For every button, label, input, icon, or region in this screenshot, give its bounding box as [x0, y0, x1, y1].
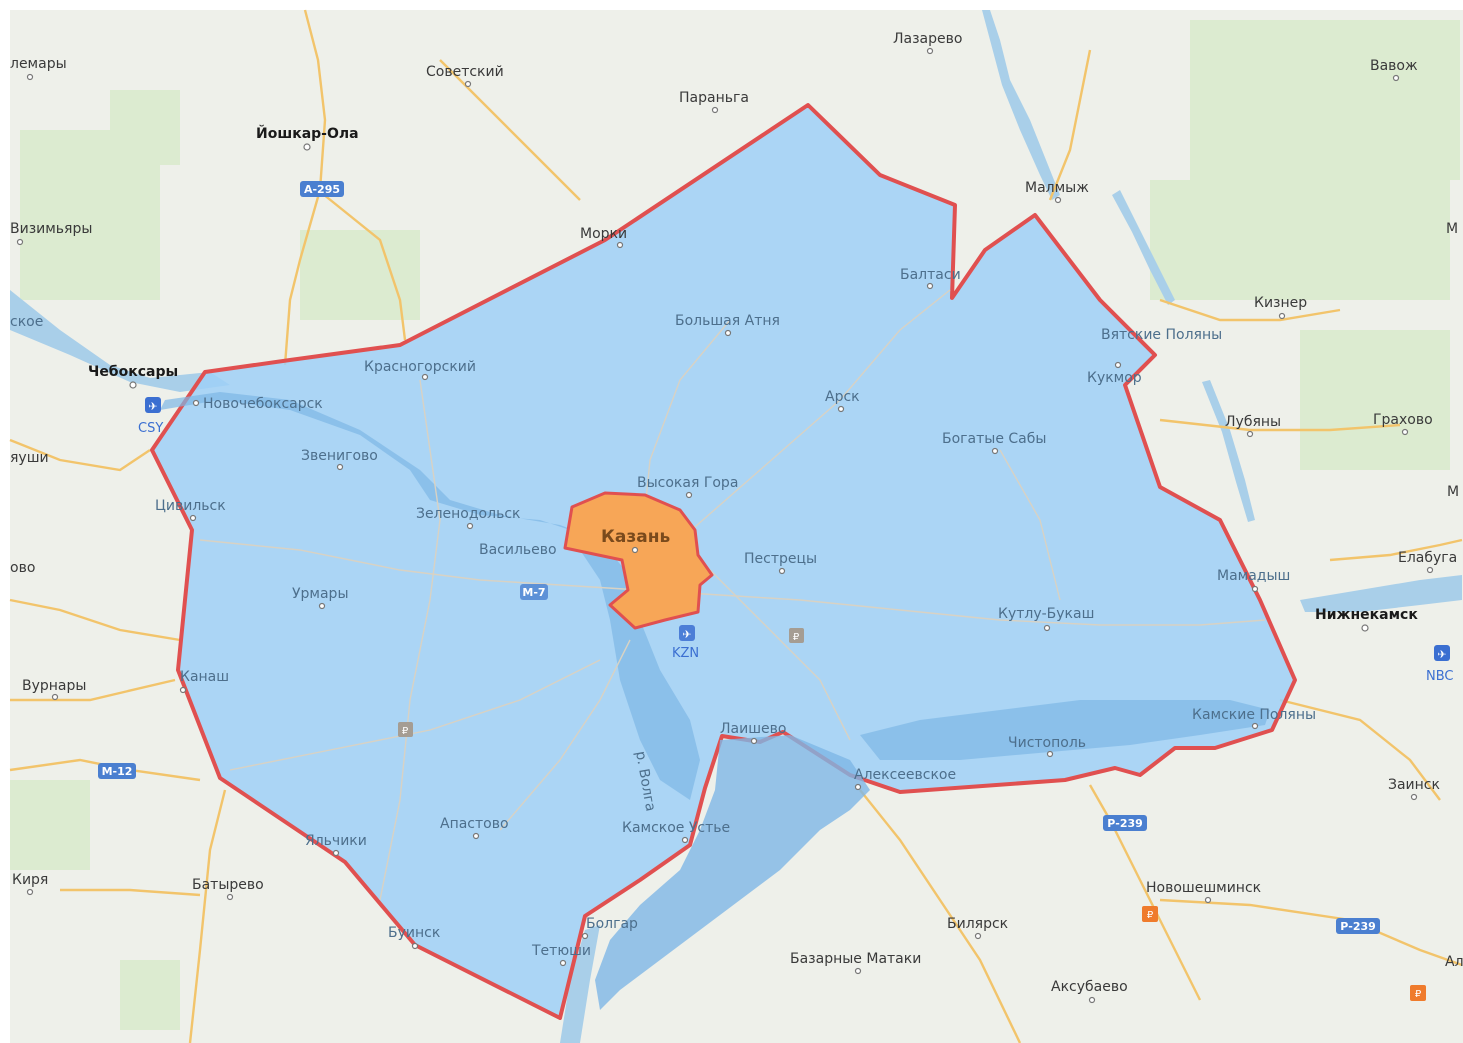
- place-urmary: Урмары: [292, 586, 349, 602]
- place-bilyarsk: Билярск: [947, 916, 1008, 932]
- place-kazan: Казань: [601, 527, 670, 547]
- place-bogatye-saby: Богатые Сабы: [942, 431, 1046, 447]
- place-lemary: лемары: [10, 56, 67, 72]
- place-baltasi: Балтаси: [900, 267, 961, 283]
- place-vysokaya-gora: Высокая Гора: [637, 475, 738, 491]
- place-m-edge: М: [1446, 221, 1458, 237]
- svg-text:М-7: М-7: [522, 586, 545, 599]
- place-lubyany: Лубяны: [1225, 414, 1281, 430]
- fuel-station-icon[interactable]: ₽: [398, 722, 413, 737]
- map-left-strip: [0, 0, 10, 1043]
- fuel-station-icon[interactable]: ₽: [789, 628, 804, 643]
- place-kanash: Канаш: [180, 669, 229, 685]
- place-novocheboksarsk: Новочебоксарск: [203, 396, 323, 412]
- road-shield-m12: М-12: [98, 763, 136, 779]
- svg-text:✈: ✈: [682, 628, 691, 641]
- place-zainsk: Заинск: [1388, 777, 1440, 793]
- place-bolgar: Болгар: [586, 916, 638, 932]
- svg-text:✈: ✈: [1437, 648, 1446, 661]
- place-lazarevo: Лазарево: [893, 31, 962, 47]
- place-tetyushi: Тетюши: [531, 943, 591, 959]
- zone-water: [160, 392, 1270, 1010]
- place-cheboksary: Чебоксары: [88, 364, 178, 380]
- svg-text:А-295: А-295: [304, 183, 340, 196]
- svg-text:₽: ₽: [793, 632, 800, 643]
- place-m-edge2: М: [1447, 484, 1459, 500]
- place-batyrevo: Батырево: [192, 877, 264, 893]
- place-buinsk: Буинск: [388, 925, 440, 941]
- place-al-edge: Ал: [1445, 954, 1463, 970]
- place-vurnary: Вурнары: [22, 678, 86, 694]
- place-arsk: Арск: [825, 389, 860, 405]
- fuel-station-icon[interactable]: ₽: [1142, 906, 1158, 922]
- place-krasnogorsky: Красногорский: [364, 359, 476, 375]
- place-zelenodolsk: Зеленодольск: [416, 506, 520, 522]
- place-kamskoe-uste: Камское Устье: [622, 820, 730, 836]
- forest-areas: [10, 20, 1460, 1030]
- svg-text:₽: ₽: [402, 726, 409, 737]
- airport-code-csy: CSY: [138, 421, 163, 436]
- place-vasilevo: Васильево: [479, 542, 557, 558]
- airport-code-kzn: KZN: [672, 646, 699, 661]
- place-kamskie-polyany: Камские Поляны: [1192, 707, 1316, 723]
- svg-text:₽: ₽: [1415, 989, 1422, 1000]
- place-kirya: Киря: [12, 872, 48, 888]
- place-grakhovo: Грахово: [1373, 412, 1433, 428]
- place-tsivilsk: Цивильск: [155, 498, 226, 514]
- place-apastovo: Апастово: [440, 816, 509, 832]
- place-aksubaevo: Аксубаево: [1051, 979, 1128, 995]
- kazan-city-area[interactable]: [563, 491, 714, 630]
- place-pestretsy: Пестрецы: [744, 551, 817, 567]
- place-nizhnekamsk: Нижнекамск: [1315, 607, 1418, 623]
- place-dots: [16, 47, 1434, 1004]
- place-yushi: яуши: [10, 450, 49, 466]
- place-mamadysh: Мамадыш: [1217, 568, 1290, 584]
- airplane-icon[interactable]: ✈: [145, 397, 161, 413]
- svg-text:✈: ✈: [148, 400, 157, 413]
- delivery-zone-polygon[interactable]: [150, 103, 1297, 1020]
- place-laishevo: Лаишево: [720, 721, 786, 737]
- place-alekseevskoe: Алексеевское: [854, 767, 956, 783]
- place-bolshaya-atnya: Большая Атня: [675, 313, 780, 329]
- svg-text:М-12: М-12: [102, 765, 133, 778]
- place-elabuga: Елабуга: [1398, 550, 1457, 566]
- place-vyatskie-polyany: Вятские Поляны: [1101, 327, 1222, 343]
- place-zvenigovo: Звенигово: [301, 448, 378, 464]
- airplane-icon[interactable]: ✈: [679, 625, 695, 641]
- svg-text:Р-239: Р-239: [1340, 920, 1376, 933]
- svg-text:Р-239: Р-239: [1107, 817, 1143, 830]
- place-ovo: ово: [10, 560, 35, 576]
- place-paranga: Параньга: [679, 90, 749, 106]
- road-shield-p239-a: Р-239: [1103, 815, 1147, 831]
- place-kukmor: Кукмор: [1087, 370, 1142, 386]
- place-malmyzh: Малмыж: [1025, 180, 1089, 196]
- place-vavozh: Вавож: [1370, 58, 1418, 74]
- place-sovetsky: Советский: [426, 64, 504, 80]
- place-kutlu-bukash: Кутлу-Букаш: [998, 606, 1094, 622]
- place-kizner: Кизнер: [1254, 295, 1307, 311]
- map-top-strip: [0, 0, 1463, 10]
- road-shield-a295: А-295: [300, 181, 344, 197]
- water-bodies: [10, 10, 1462, 1043]
- place-yoshkar-ola: Йошкар-Ола: [256, 125, 359, 142]
- place-vizimyary: Визимьяры: [10, 221, 92, 237]
- road-shield-p239-b: Р-239: [1336, 918, 1380, 934]
- place-yalchiki: Яльчики: [305, 833, 367, 849]
- road-shield-m7: М-7: [520, 584, 548, 600]
- airplane-icon[interactable]: ✈: [1434, 645, 1450, 661]
- svg-text:₽: ₽: [1147, 910, 1154, 921]
- fuel-station-icon[interactable]: ₽: [1410, 985, 1426, 1001]
- airport-code-nbc: NBC: [1426, 669, 1454, 684]
- place-labels: лемары Советский Лазарево Вавож Параньга…: [10, 31, 1463, 995]
- place-bazarnye-mataki: Базарные Матаки: [790, 951, 921, 967]
- place-novosheshminsk: Новошешминск: [1146, 880, 1261, 896]
- place-skoe: ское: [10, 314, 43, 330]
- place-morki: Морки: [580, 226, 627, 242]
- place-chistopol: Чистополь: [1008, 735, 1086, 751]
